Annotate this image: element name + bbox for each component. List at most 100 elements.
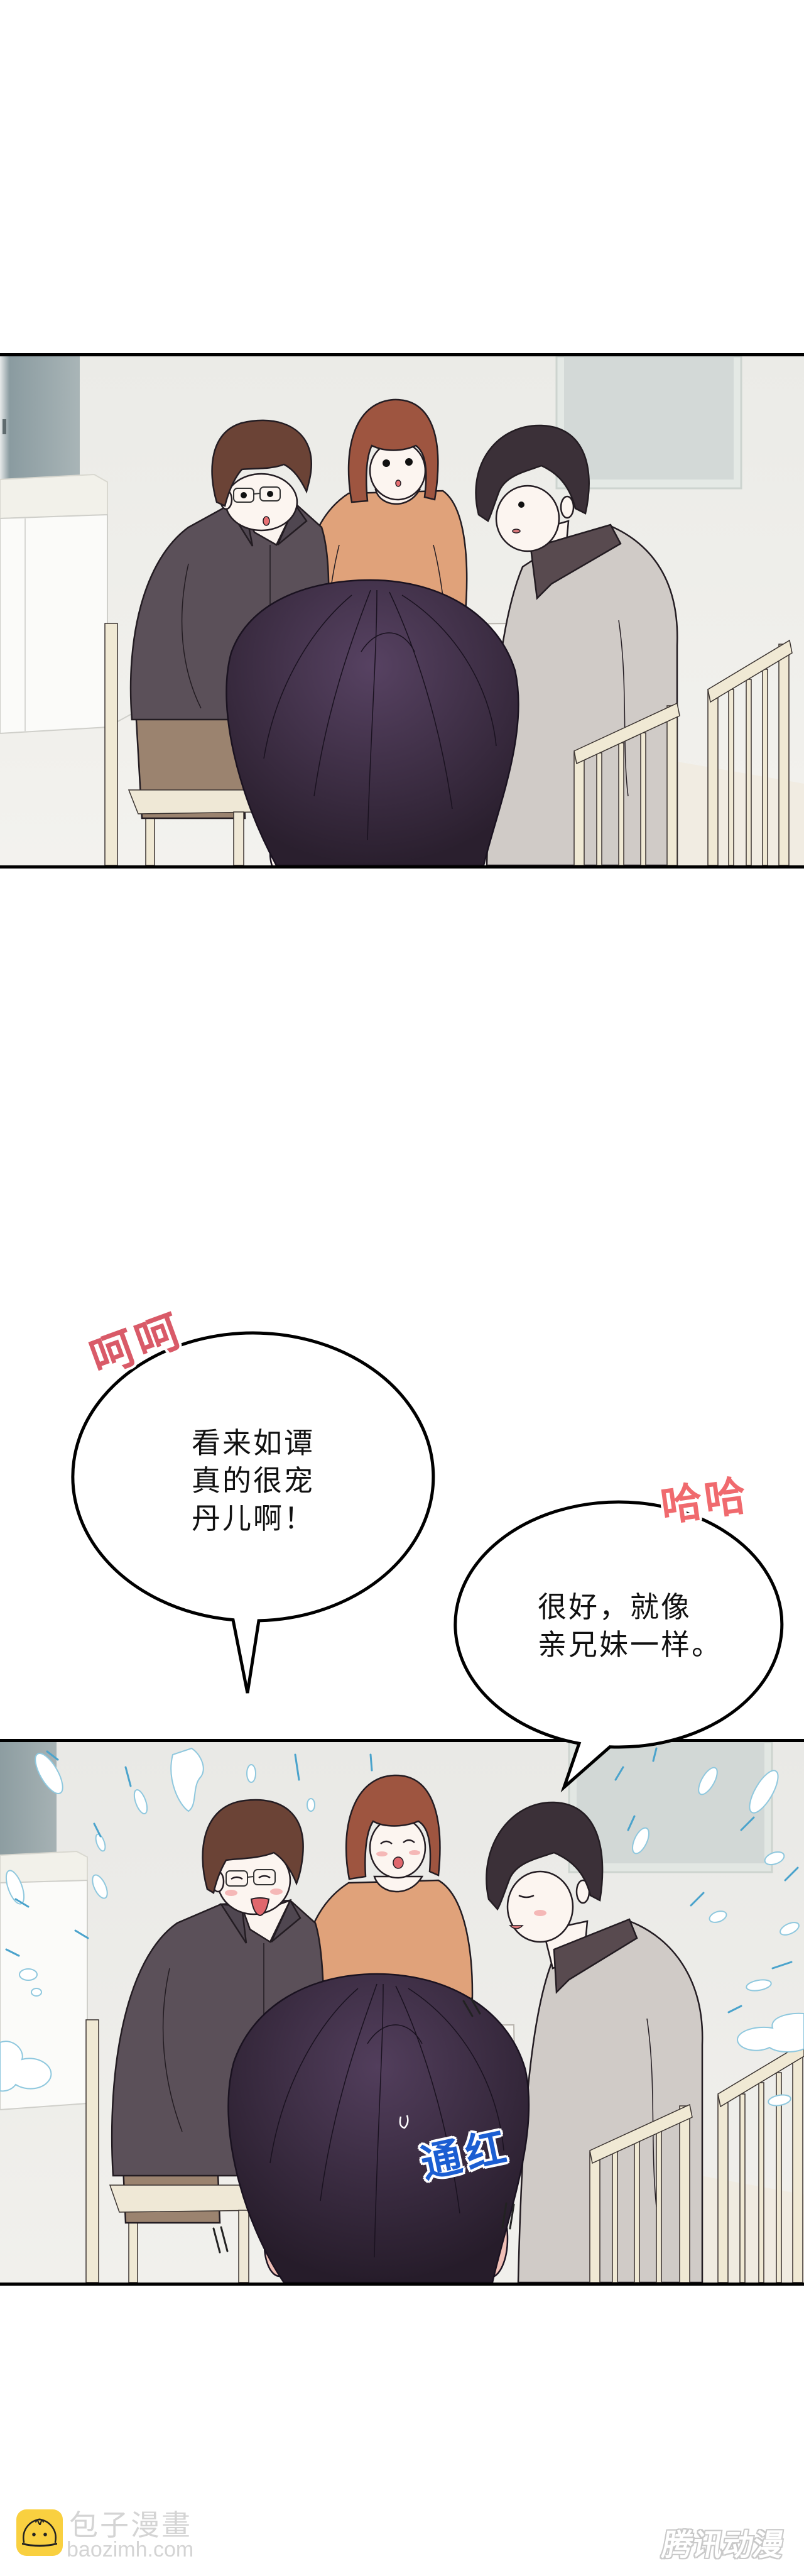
chair-top-rail xyxy=(589,2103,693,2164)
eye xyxy=(405,458,413,466)
chair-top-rail xyxy=(573,702,680,765)
splash-drop xyxy=(31,1988,42,1997)
splash-drop xyxy=(35,1753,63,1794)
collar xyxy=(530,523,622,600)
bun-eye xyxy=(43,2533,47,2536)
cabinet xyxy=(0,513,108,735)
blush xyxy=(270,1888,283,1895)
chair-top-rail xyxy=(717,2042,804,2108)
splash-drop xyxy=(632,1827,649,1855)
hair-strands xyxy=(263,589,497,841)
chair-post xyxy=(792,2047,803,2283)
motion-mark xyxy=(501,2202,515,2230)
chair-post xyxy=(85,2019,99,2283)
motion-mark xyxy=(462,1997,481,2017)
kitchen-counter xyxy=(0,473,180,735)
hair xyxy=(345,1774,441,1880)
collar-right xyxy=(270,1899,302,1943)
hair xyxy=(347,398,439,503)
splash-drop xyxy=(5,1870,25,1905)
shirt-fold xyxy=(162,1943,264,2132)
ear xyxy=(560,495,575,519)
chair-post xyxy=(104,623,118,865)
fridge xyxy=(0,356,80,485)
closed-eye xyxy=(518,1894,535,1899)
comic-panel-1 xyxy=(0,353,804,869)
hair xyxy=(486,1801,604,1911)
dialogue-line: 看来如谭 xyxy=(192,1426,315,1460)
hair xyxy=(475,424,590,522)
splash-drop xyxy=(709,1910,727,1923)
chair-leg xyxy=(233,811,244,865)
eye xyxy=(267,491,273,497)
chair-slat xyxy=(739,2093,746,2283)
splash-drop xyxy=(246,1764,256,1783)
chair-slat xyxy=(762,669,768,865)
comic-panel-2 xyxy=(0,1739,804,2286)
fridge-handle xyxy=(3,419,6,434)
glasses-icon xyxy=(233,486,281,503)
chair-slat xyxy=(618,742,624,865)
chair-slat xyxy=(758,2082,764,2283)
watermark-site-url: baozimh.com xyxy=(67,2538,194,2562)
splash-cloud xyxy=(737,2012,804,2053)
splash-drop xyxy=(746,1979,772,1992)
chair-post xyxy=(679,2105,690,2283)
sfx-laugh: 哈哈 xyxy=(658,1471,752,1532)
chair-leg xyxy=(238,2210,249,2283)
splash-drop xyxy=(780,1922,800,1936)
hair-strands xyxy=(269,1983,504,2258)
splash-drop xyxy=(19,1968,38,1981)
smile-mouth xyxy=(509,1925,524,1929)
right-chair xyxy=(589,2103,693,2283)
dark-hair-man xyxy=(475,424,678,865)
splash-drop xyxy=(133,1789,148,1814)
chair-slat xyxy=(612,2151,618,2283)
collar xyxy=(553,1918,638,1994)
chair-post xyxy=(778,644,790,865)
dialogue-line: 亲兄妹一样。 xyxy=(538,1628,722,1662)
counter-top xyxy=(0,473,108,520)
chair-post xyxy=(717,2095,729,2283)
neck xyxy=(373,1875,424,1893)
glasses-icon xyxy=(225,1869,276,1887)
chair-slat xyxy=(776,2072,782,2283)
chair-seat xyxy=(109,2184,264,2213)
fridge-body xyxy=(0,356,80,485)
splash-blob xyxy=(170,1747,204,1812)
watermark-publisher: 腾讯动漫 xyxy=(660,2528,786,2563)
counter-top xyxy=(0,1850,88,1884)
motion-marks xyxy=(212,1997,515,2254)
eye xyxy=(241,492,247,498)
speech-bubble-1-text: 看来如谭 真的很宠 丹儿啊！ xyxy=(192,1424,315,1537)
splash-drop xyxy=(764,1851,785,1866)
glasses-bridge xyxy=(253,493,261,495)
mouth xyxy=(395,480,401,487)
splash-drop xyxy=(307,1798,315,1812)
eye xyxy=(383,459,390,467)
chair-slat xyxy=(746,679,752,865)
dialogue-line: 丹儿啊！ xyxy=(192,1501,315,1535)
blush xyxy=(376,1851,388,1856)
face xyxy=(506,1870,574,1943)
splash-drop xyxy=(92,1874,108,1899)
eye xyxy=(518,501,524,508)
bun-top-swirl xyxy=(35,2518,44,2525)
dialogue-line: 很好，就像 xyxy=(538,1590,692,1624)
chair-post xyxy=(666,705,678,865)
closed-eye xyxy=(380,1839,415,1844)
frame-inner xyxy=(577,1742,764,1863)
collar-right xyxy=(276,503,308,545)
bun-eye xyxy=(32,2533,36,2536)
blush xyxy=(225,1890,237,1896)
shirt-fold xyxy=(646,2018,657,2208)
splash-drop xyxy=(768,2094,791,2107)
panel-1-artwork xyxy=(0,356,804,865)
far-right-chair xyxy=(707,639,793,865)
chair-slat xyxy=(596,752,602,865)
hair xyxy=(211,419,312,507)
right-chair xyxy=(573,702,680,865)
glasses-lens xyxy=(233,488,254,503)
chair-top-rail xyxy=(707,639,793,703)
open-mouth xyxy=(393,1856,404,1869)
